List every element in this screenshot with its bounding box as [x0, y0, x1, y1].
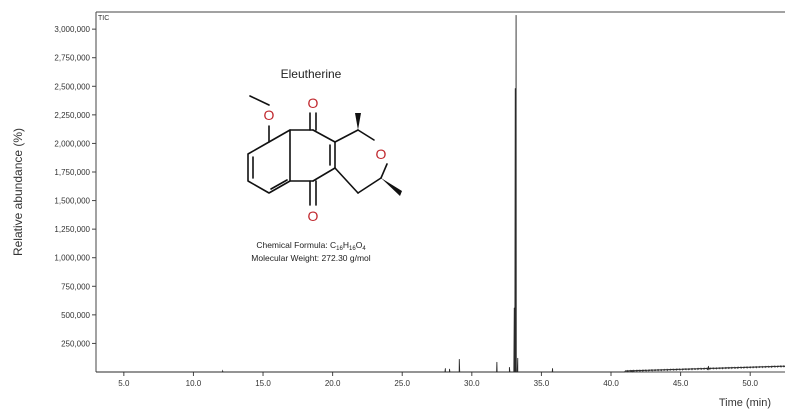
- carbonyl-oxygen-top: O: [308, 95, 319, 111]
- tic-trace-line: [96, 15, 785, 373]
- x-tick-label: 15.0: [255, 379, 271, 388]
- peak-point: [552, 368, 553, 369]
- y-tick-label: 500,000: [61, 311, 90, 320]
- formula-h-count: 16: [349, 246, 356, 252]
- chemical-formula: Chemical Formula: C16H16O4: [256, 240, 366, 252]
- y-tick-label: 1,500,000: [54, 197, 90, 206]
- y-tick-label: 1,750,000: [54, 168, 90, 177]
- x-tick-label: 30.0: [464, 379, 480, 388]
- carbonyl-oxygen-bottom: O: [308, 208, 319, 224]
- y-tick-label: 3,000,000: [54, 25, 90, 34]
- x-tick-label: 5.0: [118, 379, 130, 388]
- y-tick-label: 2,500,000: [54, 82, 90, 91]
- trace-label: TIC: [98, 15, 109, 22]
- molecule-wedge-bonds: [355, 113, 402, 196]
- compound-name: Eleutherine: [281, 67, 342, 81]
- y-tick-label: 1,000,000: [54, 254, 90, 263]
- y-tick-label: 750,000: [61, 282, 90, 291]
- peak-point: [515, 15, 517, 16]
- x-tick-label: 45.0: [673, 379, 689, 388]
- peak-point: [458, 359, 460, 360]
- peak-point: [496, 361, 498, 363]
- y-tick-label: 250,000: [61, 339, 90, 348]
- formula-c-count: 16: [336, 246, 343, 252]
- y-tick-label: 2,250,000: [54, 111, 90, 120]
- peak-point: [708, 365, 709, 367]
- y-tick-label: 1,250,000: [54, 225, 90, 234]
- x-tick-label: 35.0: [534, 379, 550, 388]
- compound-annotation: Eleutherine: [247, 67, 402, 263]
- x-tick-label: 50.0: [742, 379, 758, 388]
- trace-group: [96, 15, 785, 373]
- peak-point: [513, 307, 515, 309]
- molecule-structure-icon: [247, 95, 388, 206]
- formula-c: C: [330, 240, 336, 250]
- y-ticks: 250,000 500,000 750,000 1,000,000 1,250,000 1…: [54, 25, 96, 348]
- formula-h: H: [343, 240, 349, 250]
- y-tick-label: 2,000,000: [54, 139, 90, 148]
- y-axis-title: Relative abundance (%): [11, 128, 25, 256]
- peak-point: [509, 367, 510, 368]
- methoxy-oxygen: O: [264, 107, 275, 123]
- x-tick-label: 10.0: [186, 379, 202, 388]
- formula-label: Chemical Formula:: [256, 240, 330, 250]
- x-axis-title: Time (min): [719, 397, 771, 409]
- peak-point: [517, 357, 519, 359]
- peak-point: [449, 368, 450, 370]
- peak-point: [514, 88, 516, 89]
- x-tick-label: 25.0: [394, 379, 410, 388]
- x-ticks: 5.0 10.0 15.0 20.0 25.0 30.0 35.0 40.0 45.0 50.0: [118, 372, 759, 388]
- formula-o-count: 4: [362, 246, 366, 252]
- peak-point: [222, 370, 224, 372]
- ring-oxygen: O: [376, 146, 387, 162]
- peak-point: [631, 370, 633, 371]
- x-tick-label: 20.0: [325, 379, 341, 388]
- formula-o: O: [356, 240, 363, 250]
- molecule-oxygen-labels: O O O O: [264, 95, 387, 224]
- peak-point: [444, 368, 446, 369]
- x-tick-label: 40.0: [603, 379, 619, 388]
- molecular-weight: Molecular Weight: 272.30 g/mol: [251, 253, 370, 263]
- y-tick-label: 2,750,000: [54, 54, 90, 63]
